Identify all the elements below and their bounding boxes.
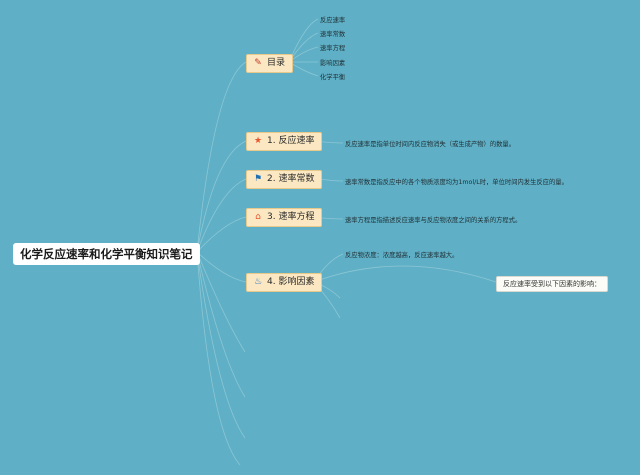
- section-2-label: 2. 速率常数: [267, 174, 315, 184]
- section-2-node[interactable]: ⚑ 2. 速率常数: [246, 170, 323, 189]
- flag-icon: ⚑: [253, 174, 263, 184]
- home-icon: ⌂: [255, 212, 261, 222]
- toc-label: 目录: [267, 58, 286, 68]
- root-node[interactable]: 化学反应速率和化学平衡知识笔记: [13, 243, 200, 265]
- toc-item-factors[interactable]: 影响因素: [320, 60, 346, 67]
- toc-item-equilibrium[interactable]: 化学平衡: [320, 74, 346, 81]
- section-3-label: 3. 速率方程: [267, 212, 315, 222]
- section-2-text[interactable]: 速率常数是指反应中的各个物质浓度均为1mol/L时，单位时间内发生反应的量。: [345, 179, 568, 186]
- section-1-text[interactable]: 反应速率是指单位时间内反应物消失（或生成产物）的数量。: [345, 141, 516, 148]
- factors-note[interactable]: 反应速率受到以下因素的影响：: [496, 276, 608, 292]
- pencil-icon: ✎: [254, 58, 262, 68]
- section-4-text[interactable]: 反应物浓度：浓度越高，反应速率越大。: [345, 252, 459, 259]
- section-4-node[interactable]: ♨ 4. 影响因素: [246, 273, 323, 292]
- section-1-node[interactable]: ★ 1. 反应速率: [246, 132, 323, 151]
- toc-node[interactable]: ✎ 目录: [246, 54, 294, 73]
- toc-item-equation[interactable]: 速率方程: [320, 45, 346, 52]
- section-1-label: 1. 反应速率: [267, 136, 315, 146]
- section-3-text[interactable]: 速率方程是指描述反应速率与反应物浓度之间的关系的方程式。: [345, 217, 522, 224]
- section-4-label: 4. 影响因素: [267, 277, 315, 287]
- section-3-node[interactable]: ⌂ 3. 速率方程: [246, 208, 323, 227]
- toc-item-constant[interactable]: 速率常数: [320, 31, 346, 38]
- toc-item-rate[interactable]: 反应速率: [320, 17, 346, 24]
- flame-icon: ♨: [253, 277, 263, 287]
- star-icon: ★: [253, 136, 263, 146]
